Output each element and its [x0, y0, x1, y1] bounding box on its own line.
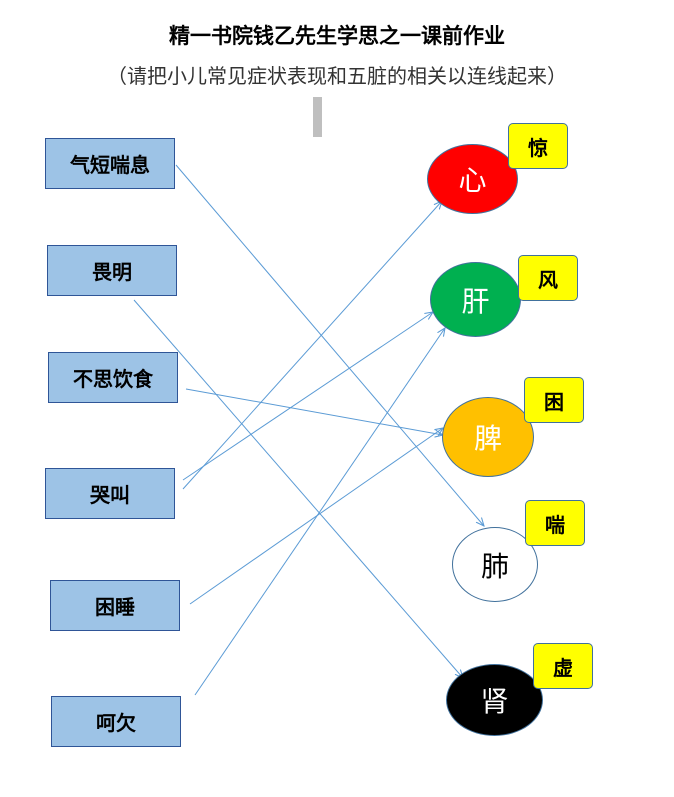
organ-circle-kidney[interactable]: 肾 [446, 664, 543, 736]
organ-circle-liver[interactable]: 肝 [430, 262, 521, 337]
organ-tag-liver: 风 [518, 255, 578, 301]
symptom-box-shortness-of-breath[interactable]: 气短喘息 [45, 138, 175, 189]
page-subtitle: （请把小儿常见症状表现和五脏的相关以连线起来） [107, 64, 567, 88]
organ-circle-spleen[interactable]: 脾 [442, 397, 534, 477]
organ-tag-heart: 惊 [508, 123, 568, 169]
connection-arrow [133, 299, 463, 678]
connection-arrow [182, 312, 433, 481]
symptom-box-photophobia[interactable]: 畏明 [47, 245, 177, 296]
symptom-box-drowsiness[interactable]: 困睡 [50, 580, 180, 631]
connection-arrow [185, 388, 443, 435]
symptom-box-crying[interactable]: 哭叫 [45, 468, 175, 519]
connection-arrow [182, 201, 442, 490]
organ-circle-heart[interactable]: 心 [427, 144, 518, 214]
connection-arrow [175, 164, 484, 526]
text-cursor-bar [313, 97, 322, 137]
organ-tag-spleen: 困 [524, 377, 584, 423]
organ-tag-lung: 喘 [525, 500, 585, 546]
symptom-box-poor-appetite[interactable]: 不思饮食 [48, 352, 178, 403]
organ-circle-lung[interactable]: 肺 [452, 527, 538, 602]
page-title: 精一书院钱乙先生学思之一课前作业 [169, 23, 505, 48]
connection-arrow [194, 328, 445, 696]
organ-tag-kidney: 虚 [533, 643, 593, 689]
symptom-box-yawning[interactable]: 呵欠 [51, 696, 181, 747]
